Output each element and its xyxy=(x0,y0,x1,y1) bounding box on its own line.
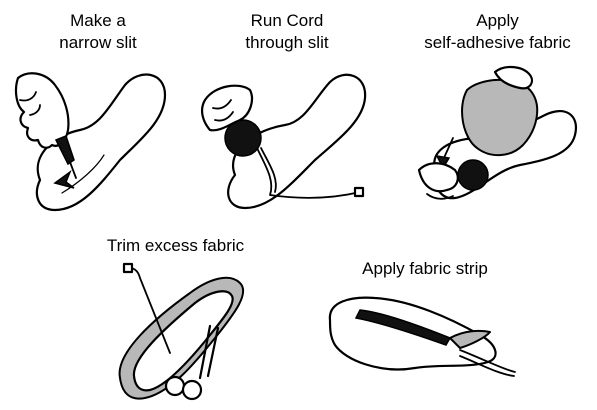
caption-line: self-adhesive fabric xyxy=(405,32,590,54)
hand-icon xyxy=(16,73,68,147)
step-caption: Trim excess fabric xyxy=(88,235,263,257)
adhesive-illustration xyxy=(405,60,590,220)
caption-line: Run Cord xyxy=(222,10,352,32)
plug xyxy=(458,160,488,190)
caption-line: narrow slit xyxy=(38,32,158,54)
caption-line: through slit xyxy=(222,32,352,54)
cord-end xyxy=(355,188,363,196)
strip-illustration xyxy=(320,290,540,400)
cord-end xyxy=(124,264,132,272)
caption-line: Apply fabric strip xyxy=(340,258,510,280)
cord-illustration xyxy=(195,60,385,225)
caption-line: Make a xyxy=(38,10,158,32)
trim-illustration xyxy=(100,258,280,408)
step-caption: Make a narrow slit xyxy=(38,10,158,54)
step-caption: Apply fabric strip xyxy=(340,258,510,280)
step-caption: Apply self-adhesive fabric xyxy=(405,10,590,54)
step-caption: Run Cord through slit xyxy=(222,10,352,54)
slit-illustration xyxy=(0,60,200,220)
caption-line: Apply xyxy=(405,10,590,32)
caption-line: Trim excess fabric xyxy=(88,235,263,257)
